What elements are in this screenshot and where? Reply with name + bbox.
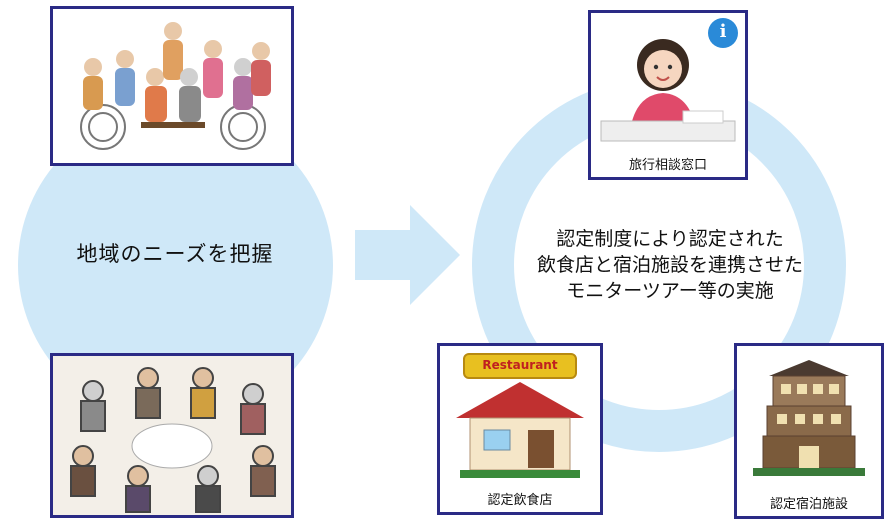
seniors-group-illustration xyxy=(80,22,271,150)
info-icon xyxy=(708,18,738,48)
needs-label: 地域のニーズを把握 xyxy=(76,242,274,266)
travel-counter-card: i 旅行相談窓口 xyxy=(588,10,748,180)
restaurant-building-illustration xyxy=(456,353,584,478)
tour-line-2: 飲食店と宿泊施設を連携させた xyxy=(536,254,803,276)
info-mark: i xyxy=(719,21,727,42)
restaurant-caption: 認定飲食店 xyxy=(487,493,553,508)
certified-restaurant-card: Restaurant 認定飲食店 xyxy=(437,343,603,515)
meeting-illustration-card xyxy=(50,353,294,518)
travel-consultation-illustration xyxy=(600,39,736,142)
tour-line-3: モニターツアー等の実施 xyxy=(566,280,774,302)
restaurant-sign: Restaurant xyxy=(482,358,558,372)
right-arrow-icon xyxy=(355,205,460,305)
certified-lodging-card: 認定宿泊施設 xyxy=(734,343,884,519)
seniors-illustration-card xyxy=(50,6,294,166)
ryokan-building-illustration xyxy=(753,360,865,476)
tour-line-1: 認定制度により認定された xyxy=(556,228,784,250)
travel-counter-caption: 旅行相談窓口 xyxy=(628,158,707,173)
lodging-caption: 認定宿泊施設 xyxy=(769,497,848,512)
community-meeting-illustration xyxy=(53,356,291,515)
tour-description: 認定制度により認定された 飲食店と宿泊施設を連携させた モニターツアー等の実施 xyxy=(520,226,820,304)
